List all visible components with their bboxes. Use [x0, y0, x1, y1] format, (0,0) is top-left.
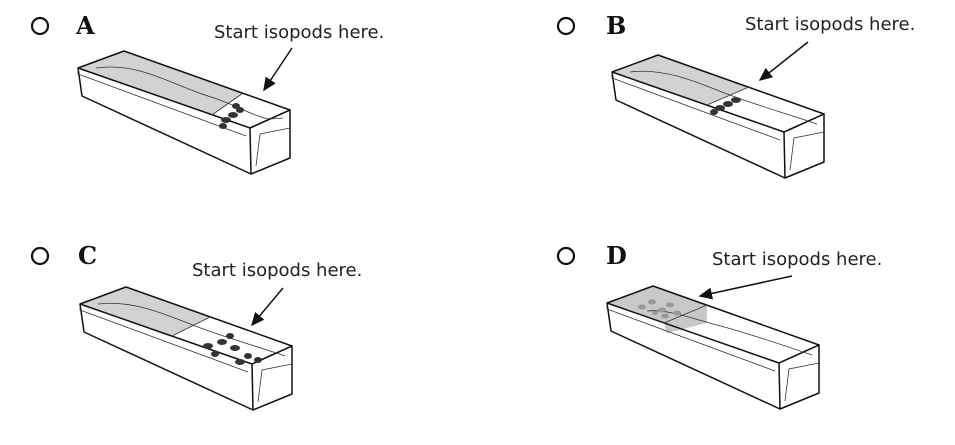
- option-b[interactable]: Start isopods here. B: [556, 11, 915, 179]
- caption: Start isopods here.: [214, 22, 384, 43]
- option-letter: C: [78, 241, 97, 270]
- caption: Start isopods here.: [192, 260, 362, 281]
- option-a[interactable]: A Start isopods here.: [30, 11, 384, 175]
- option-letter: B: [606, 11, 626, 40]
- choice-chamber: [606, 285, 820, 410]
- option-d[interactable]: D Start isopods here.: [556, 241, 882, 410]
- arrow-icon: [698, 275, 793, 300]
- arrow-icon: [251, 287, 284, 327]
- radio-button-a[interactable]: [30, 16, 50, 36]
- caption: Start isopods here.: [745, 14, 915, 35]
- choice-chamber: [611, 54, 825, 179]
- radio-button-d[interactable]: [556, 246, 576, 266]
- choice-chamber: [77, 50, 291, 175]
- option-letter: D: [606, 241, 627, 270]
- choice-chamber: [79, 286, 293, 411]
- option-c[interactable]: C Start isopods here.: [30, 241, 362, 411]
- radio-button-c[interactable]: [30, 246, 50, 266]
- option-letter: A: [75, 11, 95, 40]
- radio-button-b[interactable]: [556, 16, 576, 36]
- arrow-icon: [758, 41, 809, 81]
- arrow-icon: [263, 47, 293, 92]
- caption: Start isopods here.: [712, 249, 882, 270]
